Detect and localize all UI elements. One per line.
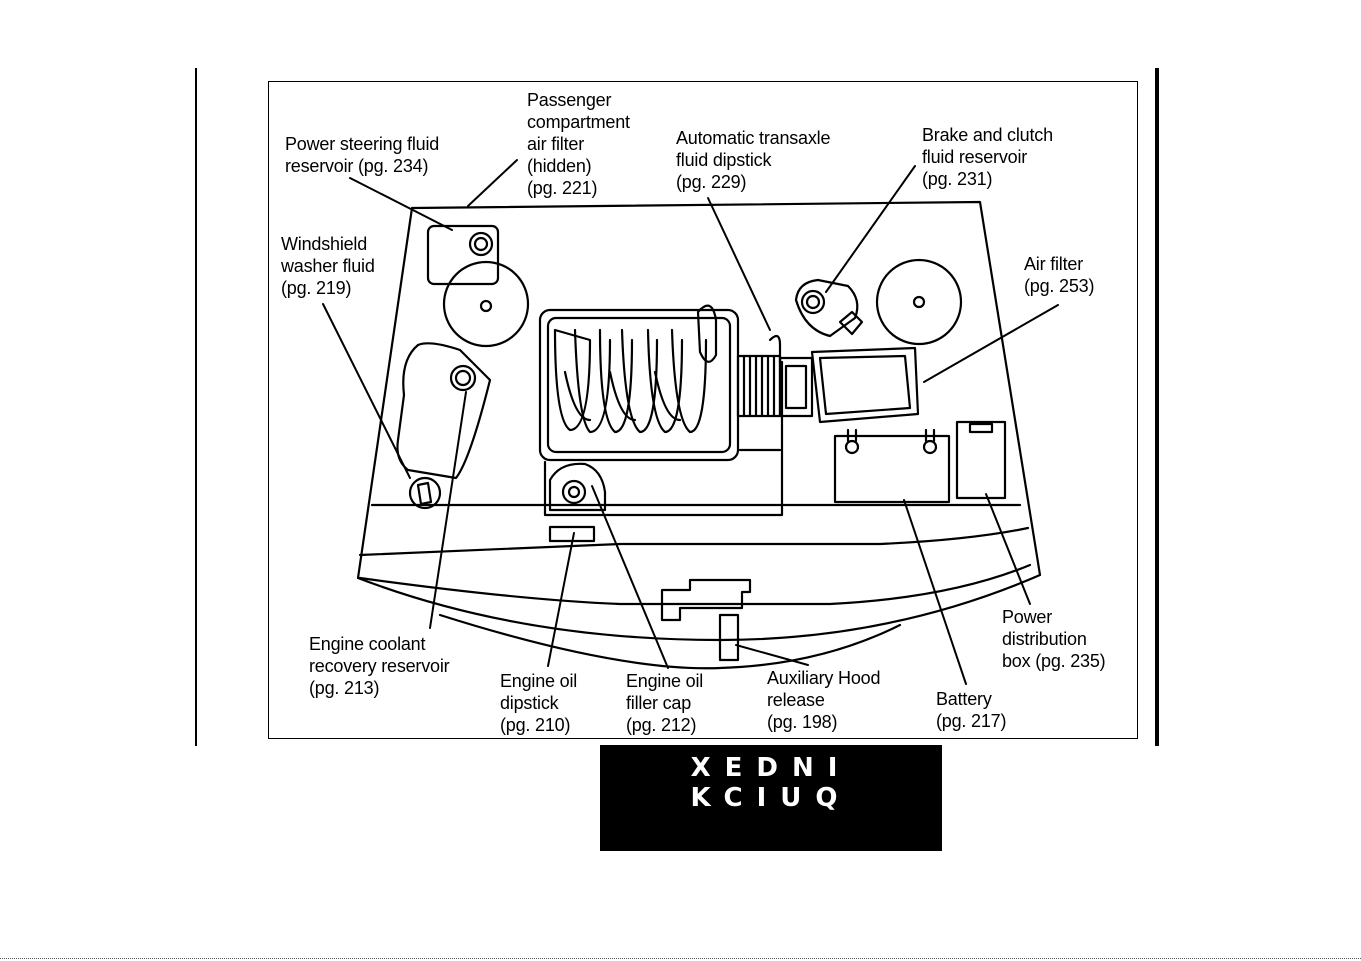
intake-runners — [553, 328, 708, 434]
leader-oil-filler — [591, 485, 669, 669]
hood-latch — [660, 578, 752, 622]
right-margin-rule — [1155, 68, 1159, 746]
label-line: box (pg. 235) — [1002, 651, 1106, 671]
page-bottom-rule — [0, 958, 1361, 959]
label-line: Passenger — [527, 90, 612, 110]
label-line: dipstick — [500, 693, 559, 713]
leader-air-filter — [923, 304, 1059, 383]
hood-front-line — [438, 613, 902, 670]
oil-filler-cap — [548, 462, 607, 512]
strut-tower-left — [442, 260, 530, 348]
label-line: (pg. 198) — [767, 712, 838, 732]
leader-oil-dipstick — [547, 532, 575, 667]
leader-washer — [322, 303, 411, 479]
label-coolant: Engine coolant recovery reservoir (pg. 2… — [309, 633, 450, 699]
front-panel-line-3 — [358, 563, 1032, 606]
leader-coolant — [429, 391, 467, 629]
label-line: (pg. 210) — [500, 715, 571, 735]
washer-fluid-cap — [408, 476, 442, 510]
leader-power-steering — [349, 177, 453, 231]
label-line: (pg. 219) — [281, 278, 352, 298]
leader-battery — [903, 499, 967, 685]
label-battery: Battery (pg. 217) — [936, 688, 1006, 732]
label-brake-clutch: Brake and clutch fluid reservoir (pg. 23… — [922, 124, 1053, 190]
label-power-steering: Power steering fluid reservoir (pg. 234) — [285, 133, 439, 177]
engine-block — [538, 308, 740, 462]
label-line: Brake and clutch — [922, 125, 1053, 145]
label-line: Auxiliary Hood — [767, 668, 881, 688]
label-passenger-filter: Passenger compartment air filter (hidden… — [527, 89, 630, 199]
label-oil-dipstick: Engine oil dipstick (pg. 210) — [500, 670, 577, 736]
power-distribution-box — [955, 420, 1007, 500]
left-margin-rule — [195, 68, 197, 746]
label-line: Engine oil — [626, 671, 704, 691]
label-power-distribution: Power distribution box (pg. 235) — [1002, 606, 1106, 672]
coolant-reservoir — [396, 342, 492, 480]
label-line: air filter — [527, 134, 585, 154]
label-line: (pg. 213) — [309, 678, 380, 698]
label-line: Automatic transaxle — [676, 128, 831, 148]
label-oil-filler: Engine oil filler cap (pg. 212) — [626, 670, 703, 736]
label-line: (hidden) — [527, 156, 592, 176]
label-line: compartment — [527, 112, 630, 132]
diagram-frame — [268, 81, 1138, 739]
label-washer-fluid: Windshield washer fluid (pg. 219) — [281, 233, 375, 299]
label-transaxle-dipstick: Automatic transaxle fluid dipstick (pg. … — [676, 127, 830, 193]
label-line: recovery reservoir — [309, 656, 450, 676]
power-steering-reservoir — [426, 224, 500, 286]
label-hood-release: Auxiliary Hood release (pg. 198) — [767, 667, 880, 733]
label-line: Engine oil — [500, 671, 578, 691]
label-line: (pg. 231) — [922, 169, 993, 189]
label-line: (pg. 212) — [626, 715, 697, 735]
label-line: release — [767, 690, 825, 710]
label-line: Air filter — [1024, 254, 1084, 274]
label-line: (pg. 217) — [936, 711, 1007, 731]
label-line: fluid reservoir — [922, 147, 1028, 167]
leader-brake-clutch — [825, 165, 916, 293]
label-line: washer fluid — [281, 256, 375, 276]
label-line: (pg. 229) — [676, 172, 747, 192]
strut-tower-right — [875, 258, 963, 346]
label-line: (pg. 253) — [1024, 276, 1095, 296]
label-line: Battery — [936, 689, 992, 709]
front-panel-line-2 — [358, 526, 1030, 557]
air-filter-housing — [810, 346, 920, 424]
leader-hood-release — [735, 644, 809, 666]
leader-passenger-filter — [467, 159, 518, 207]
label-line: Power — [1002, 607, 1053, 627]
label-line: Windshield — [281, 234, 368, 254]
quick-index-tab[interactable]: XEDNI KCIUQ — [600, 745, 942, 851]
label-line: Engine coolant — [309, 634, 426, 654]
leader-power-distribution — [985, 493, 1031, 605]
label-line: distribution — [1002, 629, 1087, 649]
label-line: reservoir (pg. 234) — [285, 156, 429, 176]
label-line: filler cap — [626, 693, 692, 713]
label-line: (pg. 221) — [527, 178, 598, 198]
label-line: fluid dipstick — [676, 150, 772, 170]
label-air-filter: Air filter (pg. 253) — [1024, 253, 1094, 297]
label-line: Power steering fluid — [285, 134, 440, 154]
leader-transaxle — [707, 197, 771, 331]
brake-fluid-reservoir — [794, 278, 859, 338]
quick-index-tab-text: XEDNI KCIUQ — [690, 753, 852, 813]
battery — [833, 434, 951, 504]
